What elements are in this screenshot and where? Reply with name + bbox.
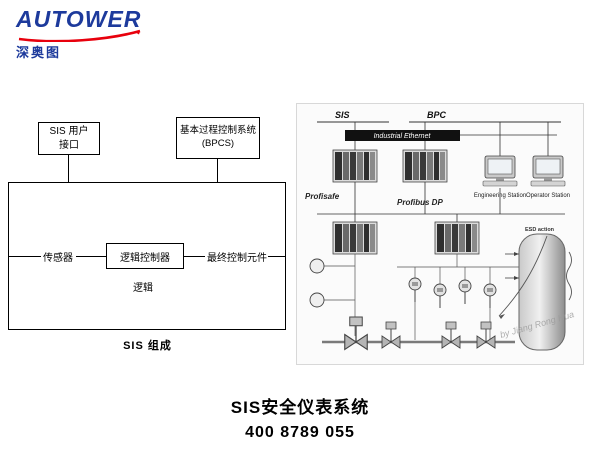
logo-swoosh-icon — [18, 29, 141, 42]
sis-architecture-image: SIS BPC Industrial Ethernet Profisafe Pr… — [296, 103, 584, 365]
sis-architecture-svg: SIS BPC Industrial Ethernet Profisafe Pr… — [305, 110, 575, 351]
operator-station-label: Operator Station — [526, 193, 570, 199]
bpcs-box-line2: (BPCS) — [201, 138, 235, 149]
remote-io-rack-1 — [332, 221, 378, 255]
instrument-tag-circle — [309, 258, 325, 274]
engineering-station-pc — [482, 155, 518, 187]
esd-action-arrow — [498, 235, 548, 317]
diagram-caption: SIS 组成 — [123, 340, 172, 352]
pressure-transmitter-icon — [483, 283, 497, 309]
company-logo: AUTOWER 深奥图 — [16, 8, 166, 61]
sis-block-diagram: SIS 用户 接口 基本过程控制系统 (BPCS) 传感器 逻辑控制器 最终控制… — [0, 95, 295, 370]
shutdown-valve-icon — [476, 321, 496, 349]
pressure-transmitter-icon — [408, 277, 422, 303]
ui-box-line2: 接口 — [59, 139, 79, 151]
connector-bpcs-to-outer — [217, 159, 218, 182]
shutdown-valve-icon — [441, 321, 461, 349]
link-final-to-wall — [268, 256, 286, 257]
shutdown-valve-icon — [381, 321, 401, 349]
bpcs-box: 基本过程控制系统 (BPCS) — [176, 117, 260, 159]
logic-controller-box: 逻辑控制器 — [106, 243, 184, 269]
link-sensor-to-controller — [76, 256, 106, 257]
pressure-transmitter-icon — [458, 279, 472, 305]
logo-chinese-name: 深奥图 — [16, 45, 62, 60]
final-element-label: 最终控制元件 — [207, 253, 267, 264]
safety-plc-rack — [332, 149, 378, 183]
ethernet-label: Industrial Ethernet — [374, 133, 432, 140]
operator-station-pc — [530, 155, 566, 187]
esd-action-label: ESD action — [525, 227, 555, 233]
instrument-tag-circle — [309, 292, 325, 308]
profibus-label: Profibus DP — [397, 198, 443, 207]
page-title: SIS安全仪表系统 — [230, 398, 370, 417]
link-controller-to-final — [184, 256, 205, 257]
sis-user-interface-box: SIS 用户 接口 — [38, 122, 100, 155]
profisafe-label: Profisafe — [305, 192, 340, 201]
process-plc-rack — [402, 149, 448, 183]
bpc-network-label: BPC — [427, 110, 447, 120]
ui-box-line1: SIS 用户 — [49, 126, 89, 137]
logic-controller-label: 逻辑控制器 — [120, 252, 170, 264]
sis-network-label: SIS — [335, 110, 350, 120]
logo-brand-text: AUTOWER — [16, 6, 142, 32]
phone-number: 400 8789 055 — [245, 424, 355, 441]
shutdown-valve-icon — [344, 316, 368, 351]
sensor-label: 传感器 — [43, 253, 73, 264]
link-wall-to-sensor — [8, 256, 41, 257]
connector-ui-to-outer — [68, 155, 69, 182]
level-signal-squiggle — [566, 251, 572, 301]
ethernet-bus — [345, 130, 460, 141]
pressure-transmitter-icon — [433, 283, 447, 309]
logic-label: 逻辑 — [133, 283, 153, 294]
bpcs-box-line1: 基本过程控制系统 — [179, 125, 256, 137]
remote-io-rack-2 — [434, 221, 480, 255]
